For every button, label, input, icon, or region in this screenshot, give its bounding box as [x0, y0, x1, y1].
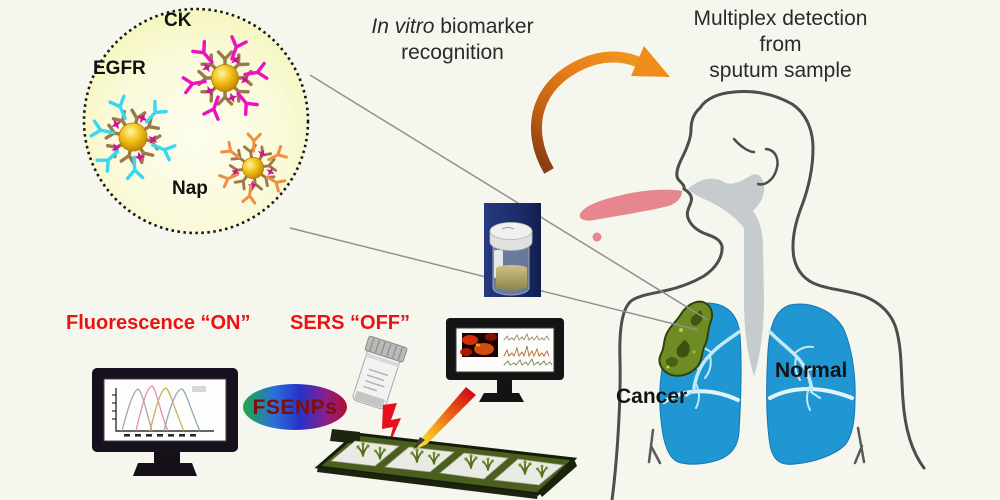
caption-invitro-line2: recognition	[401, 41, 504, 64]
sputum-spray-icon	[579, 189, 682, 242]
inset-label-egfr: EGFR	[93, 58, 146, 79]
fsenps-label: FSENPs	[252, 396, 338, 419]
inset-label-ck: CK	[164, 10, 192, 31]
cancer-label: Cancer	[616, 385, 688, 408]
pipette-icon	[413, 387, 476, 450]
fluorescence-spectra-plot	[112, 385, 214, 437]
vial-icon	[352, 335, 408, 410]
normal-label: Normal	[775, 359, 848, 382]
monitor-sers-icon	[446, 318, 564, 402]
invitro-italic: In vitro	[371, 15, 435, 38]
caption-multiplex-line1: Multiplex detection	[693, 7, 868, 30]
laser-bolt-icon	[382, 403, 401, 450]
trachea-icon	[688, 174, 765, 376]
curved-arrow-icon	[531, 46, 670, 174]
sers-spectra-plot	[503, 332, 553, 366]
fluorescence-on-label: Fluorescence “ON”	[66, 312, 251, 334]
nanoparticle-nap-icon	[218, 132, 288, 205]
sers-off-label: SERS “OFF”	[290, 312, 411, 334]
fsenps-ellipse	[243, 384, 347, 430]
human-figure	[579, 90, 926, 500]
invitro-rest: biomarker	[434, 15, 534, 38]
slide-tray-icon	[314, 429, 578, 499]
magnifier-inset	[82, 7, 310, 235]
caption-invitro-line1: In vitro biomarker	[340, 14, 565, 40]
caption-multiplex-line3: sputum sample	[709, 59, 852, 82]
inset-label-nap: Nap	[172, 178, 208, 199]
caption-multiplex: Multiplex detection from sputum sample	[663, 6, 898, 84]
caption-invitro: In vitro biomarker recognition	[340, 14, 565, 66]
sputum-jar-icon	[484, 203, 541, 297]
sers-map-image	[460, 333, 498, 357]
caption-multiplex-line2: from	[759, 33, 802, 56]
monitor-fluorescence-icon	[92, 368, 238, 476]
tumor-icon	[658, 300, 714, 377]
nanoparticle-ck-icon	[181, 35, 269, 121]
nanoparticle-egfr-icon	[89, 94, 177, 181]
